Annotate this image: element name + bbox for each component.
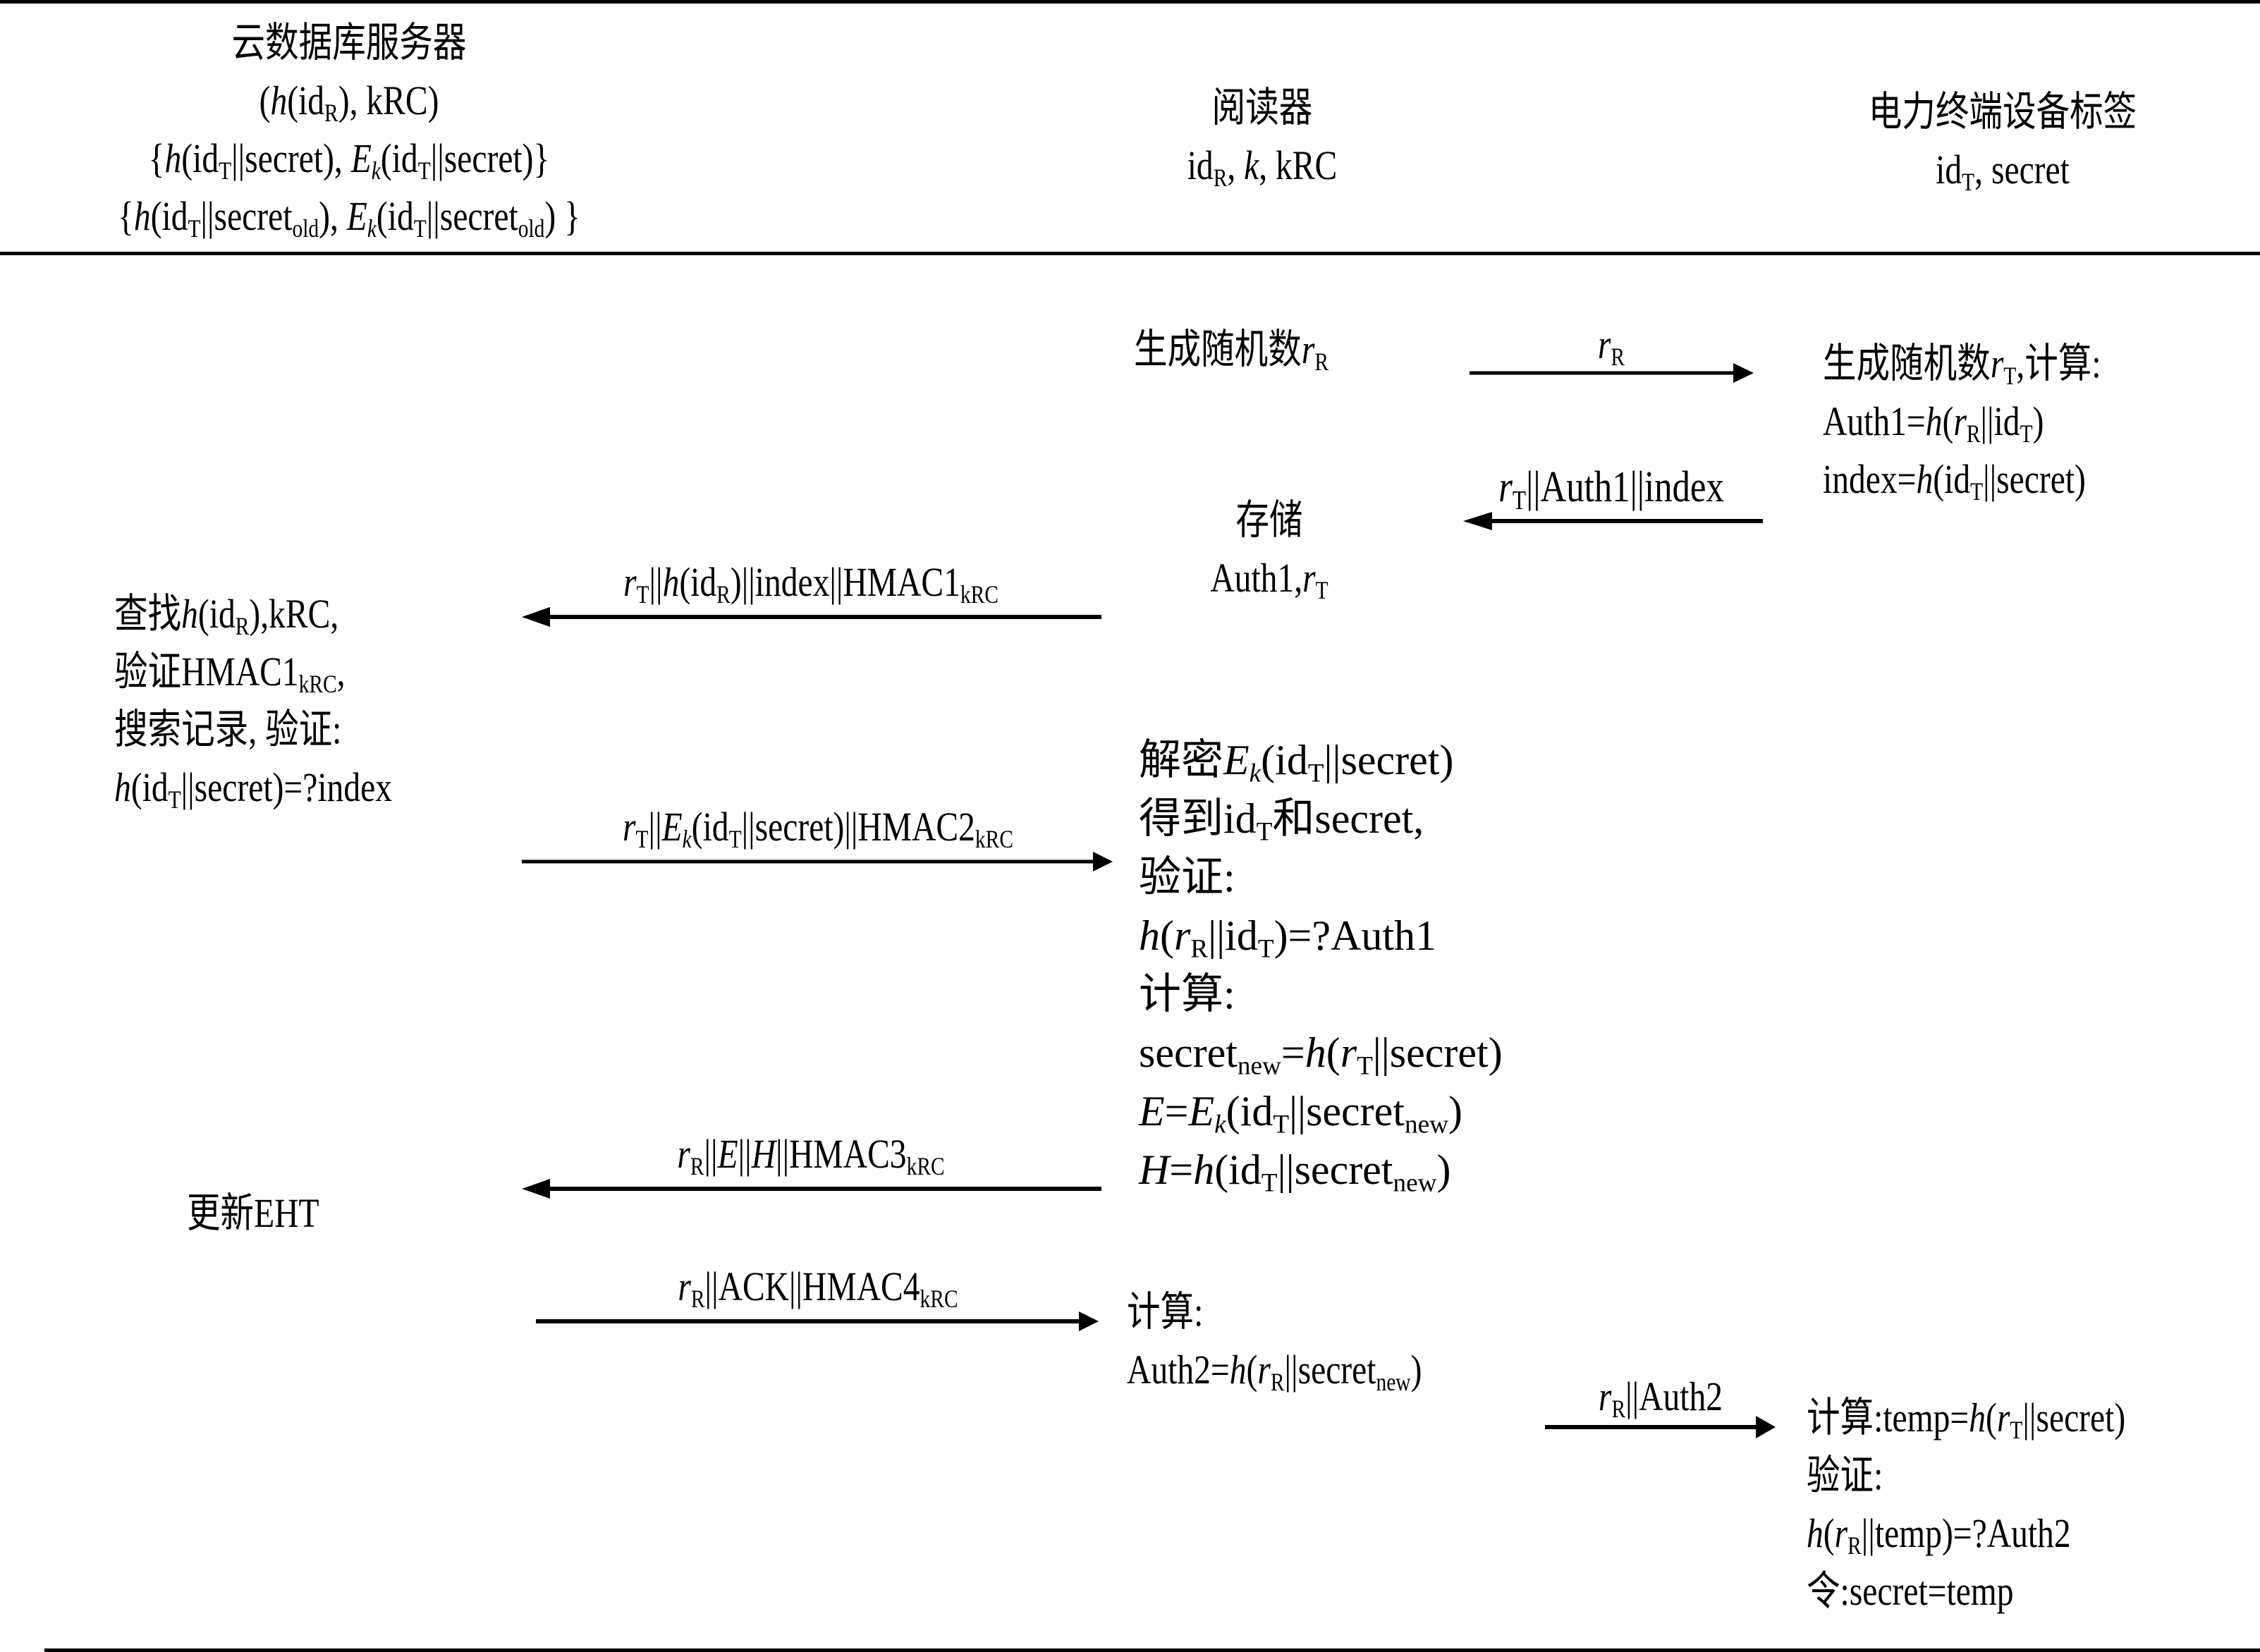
reader-decrypt-line-4: h(rR||idT)=?Auth1 [1139, 912, 1437, 964]
server-update-eht: 更新EHT [187, 1190, 319, 1236]
arrow-m3 [522, 607, 1101, 627]
reader-store-block: 存储 Auth1,rT [1183, 491, 1356, 607]
message-label-m7: rR||Auth2 [1598, 1373, 1723, 1424]
reader-decrypt-line-5: 计算: [1139, 971, 1235, 1017]
server-verify-line-3: 搜索记录, 验证: [114, 706, 342, 752]
arrow-m1 [1470, 363, 1754, 383]
tag-final-line-3: h(rR||temp)=?Auth2 [1807, 1510, 2071, 1560]
message-label-m6: rR||ACK||HMAC4kRC [678, 1264, 958, 1314]
arrow-m4 [522, 852, 1113, 871]
message-label-m4: rT||Ek(idT||secret)||HMAC2kRC [623, 804, 1013, 854]
message-label-m2: rT||Auth1||index [1498, 463, 1724, 515]
tag-compute-block: 生成随机数rT,计算: Auth1=h(rR||idT) index=h(idT… [1823, 335, 2101, 508]
reader-auth2-line-2: Auth2=h(rR||secretnew) [1127, 1347, 1422, 1397]
tag-compute-line-3: index=h(idT||secret) [1823, 456, 2086, 506]
server-stored-line-1: (h(idR), kRC) [259, 78, 439, 128]
server-stored-line-2: {h(idT||secret), Ek(idT||secret)} [148, 135, 550, 185]
reader-header: 阅读器 idR, k, kRC [1129, 79, 1395, 195]
tag-final-line-4: 令:secret=temp [1807, 1568, 2014, 1614]
arrow-m5 [522, 1179, 1101, 1199]
reader-decrypt-line-7: E=Ek(idT||secretnew) [1139, 1088, 1462, 1139]
tag-compute-line-2: Auth1=h(rR||idT) [1823, 398, 2044, 448]
tag-compute-line-1: 生成随机数rT,计算: [1823, 341, 2101, 391]
message-label-m3: rT||h(idR)||index||HMAC1kRC [623, 559, 999, 609]
tag-title: 电力终端设备标签 [1868, 89, 2137, 135]
reader-auth2-block: 计算: Auth2=h(rR||secretnew) [1127, 1283, 1422, 1399]
reader-decrypt-line-6: secretnew=h(rT||secret) [1139, 1029, 1503, 1081]
message-label-m1: rR [1597, 322, 1625, 372]
tag-final-block: 计算:temp=h(rT||secret) 验证: h(rR||temp)=?A… [1807, 1389, 2125, 1620]
tag-header: 电力终端设备标签 idT, secret [1818, 83, 2188, 199]
server-verify-line-4: h(idT||secret)=?index [114, 764, 392, 814]
top-rule [0, 0, 2260, 4]
reader-stored-line: idR, k, kRC [1187, 142, 1338, 192]
server-header: 云数据库服务器 (h(idR), kRC) {h(idT||secret), E… [63, 14, 635, 245]
server-stored-line-3: {h(idT||secretold), Ek(idT||secretold) } [118, 193, 580, 243]
reader-store-line-2: Auth1,rT [1210, 555, 1328, 605]
bottom-rule [44, 1648, 2260, 1652]
server-title: 云数据库服务器 [231, 20, 467, 66]
reader-generate-rR: 生成随机数rR [1134, 326, 1328, 377]
arrow-m2 [1463, 512, 1763, 530]
server-verify-line-2: 验证HMAC1kRC, [114, 649, 346, 699]
tag-stored-line: idT, secret [1936, 147, 2070, 197]
server-verify-line-1: 查找h(idR),kRC, [114, 591, 339, 641]
reader-decrypt-line-2: 得到idT和secret, [1139, 795, 1424, 847]
server-verify-block: 查找h(idR),kRC, 验证HMAC1kRC, 搜索记录, 验证: h(id… [114, 585, 392, 816]
reader-decrypt-line-3: 验证: [1139, 854, 1235, 900]
reader-store-line-1: 存储 [1235, 497, 1303, 543]
arrow-m7 [1545, 1416, 1776, 1438]
reader-decrypt-line-1: 解密Ek(idT||secret) [1139, 737, 1454, 788]
header-rule [0, 252, 2260, 255]
reader-auth2-line-1: 计算: [1127, 1289, 1204, 1335]
message-label-m5: rR||E||H||HMAC3kRC [677, 1131, 945, 1181]
arrow-m6 [536, 1311, 1099, 1331]
tag-final-line-2: 验证: [1807, 1452, 1883, 1498]
reader-decrypt-block: 解密Ek(idT||secret) 得到idT和secret, 验证: h(rR… [1139, 731, 1503, 1199]
reader-title: 阅读器 [1211, 85, 1313, 130]
reader-decrypt-line-8: H=h(idT||secretnew) [1139, 1146, 1451, 1198]
tag-final-line-1: 计算:temp=h(rT||secret) [1807, 1395, 2126, 1445]
